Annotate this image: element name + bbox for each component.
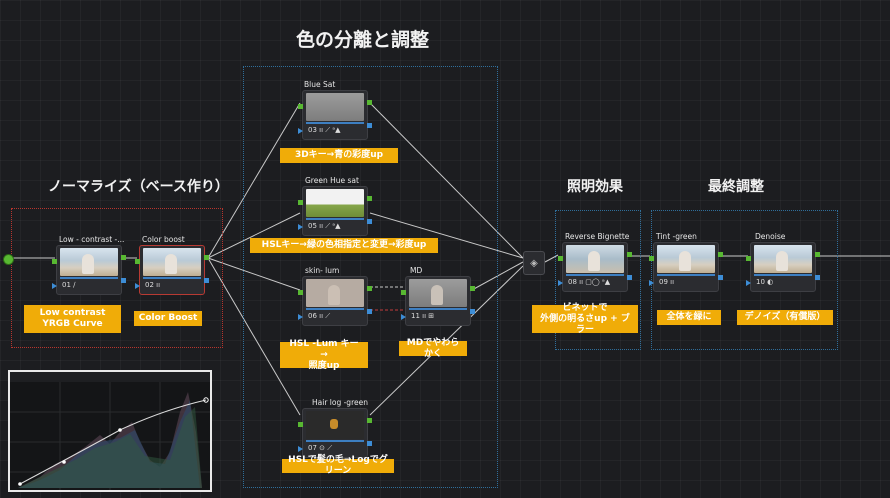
histogram-icon: ıı	[422, 312, 427, 320]
note-md: MDでやわらかく	[399, 338, 467, 359]
note-blue-sat: 3Dキー→青の彩度up	[280, 148, 398, 163]
group-color-separation	[243, 66, 498, 488]
note-hair: HSLで髪の毛→Logでグリーン	[282, 455, 394, 476]
input-source-dot[interactable]	[3, 254, 14, 265]
eyedropper-icon: ⟋	[325, 222, 331, 230]
curve-tool-icon: ∕	[73, 281, 76, 289]
eyedropper-icon: ⟋	[325, 126, 331, 134]
node-md[interactable]: 11 ıı ⊞	[401, 276, 475, 326]
window-shape-icon: ▢◯	[585, 278, 600, 286]
curves-panel[interactable]	[8, 370, 212, 492]
note-color-boost: Color Boost	[134, 311, 202, 326]
node-blue-sat[interactable]: 03 ıı ⟋ ᵃ▲	[298, 90, 372, 140]
group-lighting	[555, 210, 641, 350]
curves-panel-header	[10, 372, 210, 382]
node-label-blue-sat: Blue Sat	[304, 80, 336, 89]
histogram-icon: ıı	[670, 278, 675, 286]
node-number: 05	[308, 222, 317, 230]
node-reverse-bignette[interactable]: 08 ıı ▢◯ ᵃ▲	[558, 242, 632, 292]
node-thumbnail	[306, 411, 364, 439]
eyedropper-icon: ⟋	[327, 444, 333, 452]
eyedropper-icon: ⟋	[325, 312, 331, 320]
node-label-reverse-bignette: Reverse Bignette	[565, 232, 630, 241]
note-low-contrast: Low contrast YRGB Curve	[24, 305, 121, 333]
node-label-low-contrast: Low - contrast -...	[59, 235, 125, 244]
note-green-hue-sat: HSLキー→緑の色相指定と変更→彩度up	[250, 238, 438, 253]
node-number: 09	[659, 278, 668, 286]
node-color-boost[interactable]: 02 ıı	[135, 245, 209, 295]
node-thumbnail	[143, 248, 201, 276]
node-thumbnail	[60, 248, 118, 276]
heading-lighting: 照明効果	[567, 179, 623, 195]
heading-normalize: ノーマライズ（ベース作り）	[48, 179, 229, 195]
node-thumbnail	[566, 245, 624, 273]
histogram-icon: ıı	[319, 222, 324, 230]
note-tint: 全体を緑に	[657, 310, 721, 325]
node-thumbnail	[657, 245, 715, 273]
window-shape-icon: ⊙	[319, 444, 326, 452]
node-number: 10	[756, 278, 765, 286]
window-shape-icon: ⊞	[428, 312, 435, 320]
node-label-tint-green: Tint -green	[656, 232, 697, 241]
node-label-skin-lum: skin- lum	[305, 266, 340, 275]
node-low-contrast[interactable]: 01 ∕	[52, 245, 126, 295]
histogram-icon: ıı	[319, 312, 324, 320]
node-number: 11	[411, 312, 420, 320]
node-label-hair-log-green: Hair log -green	[312, 398, 368, 407]
histogram-icon: ıı	[319, 126, 324, 134]
node-thumbnail	[306, 93, 364, 121]
curves-graph[interactable]	[10, 372, 210, 490]
heading-color-separation: 色の分離と調整	[296, 29, 430, 51]
node-label-denoise: Denoise	[755, 232, 786, 241]
note-vignette: ビネットで 外側の明るさup + ブラー	[532, 303, 638, 335]
key-icon: ᵃ▲	[332, 222, 341, 230]
node-label-md: MD	[410, 266, 423, 275]
node-label-color-boost: Color boost	[142, 235, 185, 244]
node-number: 07	[308, 444, 317, 452]
histogram-icon: ıı	[156, 281, 161, 289]
note-skin-lum: HSL -Lum キー → 照度up	[280, 339, 368, 371]
node-number: 02	[145, 281, 154, 289]
note-denoise: デノイズ（有償版）	[737, 310, 833, 325]
node-thumbnail	[409, 279, 467, 307]
node-skin-lum[interactable]: 06 ıı ⟋	[298, 276, 372, 326]
node-thumbnail	[306, 189, 364, 217]
node-merge-icon[interactable]: ◈	[523, 251, 545, 275]
key-icon: ᵃ▲	[332, 126, 341, 134]
window-shape-icon: ◐	[767, 278, 774, 286]
group-normalize	[11, 208, 223, 348]
node-number: 03	[308, 126, 317, 134]
node-green-hue-sat[interactable]: 05 ıı ⟋ ᵃ▲	[298, 186, 372, 236]
node-label-green-hue-sat: Green Hue sat	[305, 176, 359, 185]
histogram-icon: ıı	[579, 278, 584, 286]
node-number: 01	[62, 281, 71, 289]
key-icon: ᵃ▲	[601, 278, 611, 286]
node-thumbnail	[754, 245, 812, 273]
node-tint-green[interactable]: 09 ıı	[649, 242, 723, 292]
node-number: 08	[568, 278, 577, 286]
heading-final-adjust: 最終調整	[708, 179, 764, 195]
node-number: 06	[308, 312, 317, 320]
node-denoise[interactable]: 10 ◐	[746, 242, 820, 292]
node-hair-log-green[interactable]: 07 ⊙ ⟋	[298, 408, 372, 458]
node-thumbnail	[306, 279, 364, 307]
